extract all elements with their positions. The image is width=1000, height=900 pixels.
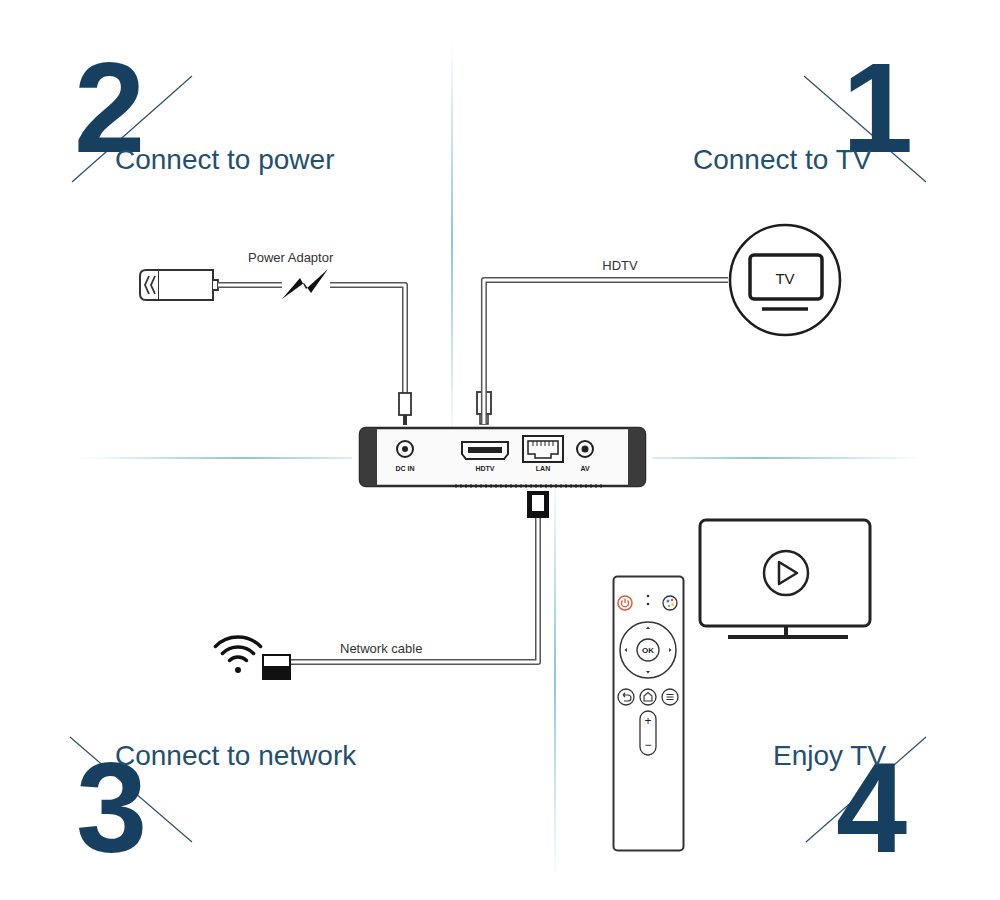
wifi-icon xyxy=(235,667,241,673)
tv-box-shape xyxy=(468,447,502,453)
network-cable xyxy=(290,518,538,662)
cable-label: Network cable xyxy=(340,642,422,655)
tv-box-shape xyxy=(577,441,593,457)
tv-box-shape xyxy=(523,436,563,462)
remote-control-shape xyxy=(618,596,632,610)
remote-control-shape xyxy=(612,575,685,852)
power-cable xyxy=(218,285,405,395)
button-label: − xyxy=(644,739,651,751)
tv-icon: TV xyxy=(728,223,842,337)
power-adaptor xyxy=(145,276,155,294)
button-label: + xyxy=(644,715,651,727)
step-title: Connect to TV xyxy=(693,146,871,174)
wifi-icon xyxy=(222,647,253,653)
tv-text: TV xyxy=(775,271,794,286)
power-adaptor xyxy=(213,280,218,290)
diagonal-strokes xyxy=(70,76,926,842)
remote-control-shape xyxy=(662,689,678,705)
network-cable xyxy=(263,655,290,679)
tv-box-shape xyxy=(533,441,553,446)
wifi-icon xyxy=(215,637,260,673)
wifi-icon xyxy=(215,637,260,646)
step-title: Enjoy TV xyxy=(773,742,886,770)
remote-control-shape xyxy=(637,639,659,661)
tv-icon-shape xyxy=(762,307,808,311)
tv-box-shape xyxy=(582,446,589,453)
tv-box-shape xyxy=(360,428,645,486)
network-cable xyxy=(263,666,290,679)
power-cable xyxy=(282,269,328,299)
remote-control-shape xyxy=(671,603,673,605)
remote-control-shape xyxy=(625,627,672,674)
network-cable xyxy=(263,491,549,679)
wifi-icon xyxy=(230,657,247,661)
remote-control-shape xyxy=(621,599,628,607)
step-title: Connect to network xyxy=(115,742,356,770)
tv-box-shape xyxy=(397,441,413,457)
remote-control-shape xyxy=(623,693,631,701)
port-label: HDTV xyxy=(475,465,494,472)
network-cable xyxy=(527,491,549,518)
divider-lines xyxy=(451,40,453,445)
remote-control-shape xyxy=(614,577,684,851)
tv-play-icon xyxy=(784,626,788,636)
tv-box-shape xyxy=(462,442,508,459)
power-cable xyxy=(218,285,405,395)
remote-control: OK + − xyxy=(612,575,685,852)
cable-core xyxy=(484,280,728,424)
cable-outline xyxy=(484,280,728,424)
tv-play-icon xyxy=(700,520,870,626)
hdtv-cable xyxy=(484,280,728,424)
divider-lines xyxy=(80,457,352,459)
tv-icon-shape xyxy=(730,225,840,335)
power-adaptor xyxy=(158,270,213,300)
cable-label: HDTV xyxy=(602,259,637,272)
port-label: LAN xyxy=(536,465,550,472)
tv-play-icon xyxy=(779,562,797,584)
tv-play-icon xyxy=(700,520,870,637)
remote-control-shape xyxy=(671,599,673,601)
remote-control-shape xyxy=(640,711,656,755)
button-label: OK xyxy=(642,647,654,655)
network-cable xyxy=(290,518,538,662)
tv-play-icon xyxy=(764,551,808,595)
port-label: AV xyxy=(580,465,589,472)
cable-label: Power Adaptor xyxy=(248,251,333,264)
tv-box-shape xyxy=(628,428,645,486)
remote-control-shape xyxy=(647,603,650,606)
tv-icon-shape xyxy=(750,255,822,299)
tv-box-shape xyxy=(455,485,605,488)
tv-box: DC IN HDTV LAN AV xyxy=(355,424,650,490)
tv-box-shape xyxy=(402,446,408,452)
step-title: Connect to power xyxy=(115,146,334,174)
power-cable xyxy=(403,415,407,425)
remote-control-shape xyxy=(644,693,652,702)
tv-play-icon xyxy=(728,635,848,639)
network-cable xyxy=(532,495,544,511)
divider-lines xyxy=(80,40,922,880)
remote-control-shape xyxy=(618,689,634,705)
tv-box-shape xyxy=(360,428,377,486)
remote-control-shape xyxy=(640,689,656,705)
power-adaptor xyxy=(140,270,218,300)
remote-control-shape xyxy=(663,596,677,610)
power-cable xyxy=(218,269,411,425)
remote-control-shape xyxy=(666,599,669,602)
power-cable xyxy=(399,393,411,415)
tv-box-shape xyxy=(355,424,650,490)
power-adaptor xyxy=(140,270,158,300)
port-label: DC IN xyxy=(395,465,414,472)
remote-control-shape xyxy=(668,605,670,607)
divider-lines xyxy=(554,470,556,880)
remote-control-shape xyxy=(647,595,650,598)
divider-lines xyxy=(652,457,922,459)
remote-control-shape xyxy=(620,622,676,678)
tv-box-shape xyxy=(528,441,558,458)
remote-control-shape xyxy=(667,695,674,700)
